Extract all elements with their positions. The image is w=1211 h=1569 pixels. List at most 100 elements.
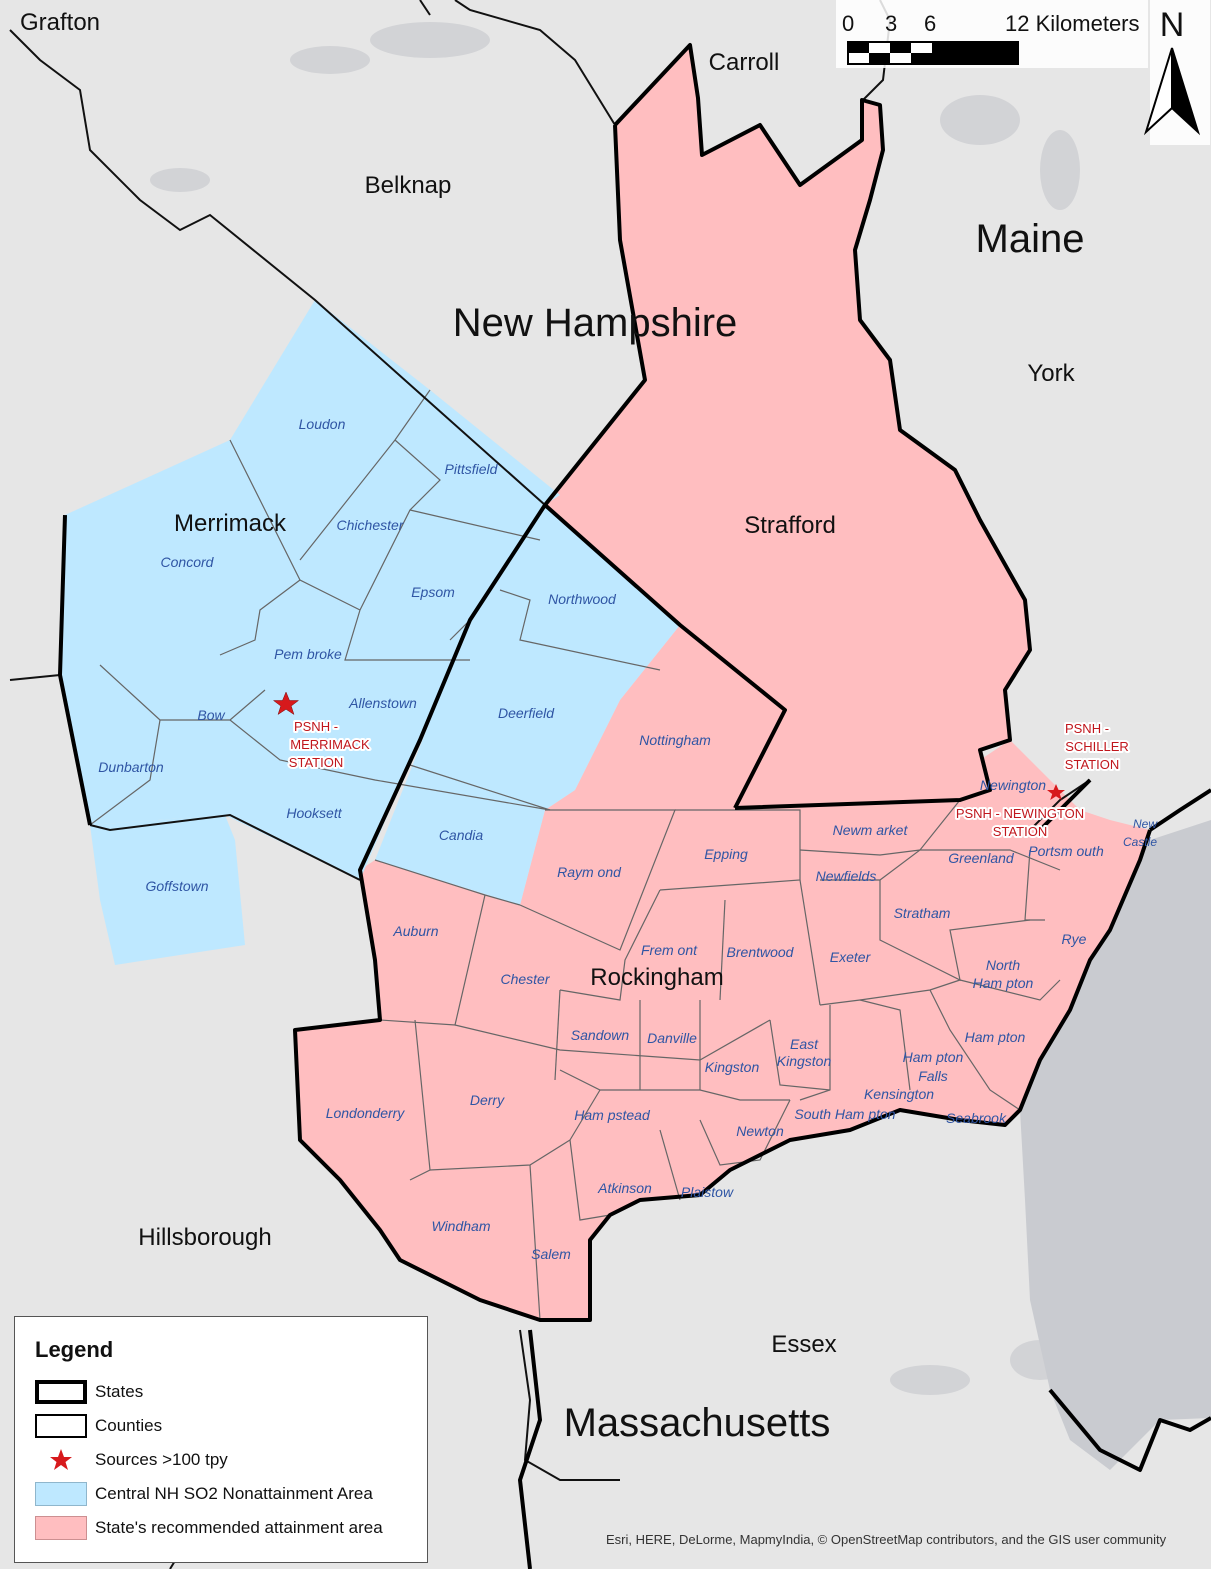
town-label: Raym ond (557, 864, 622, 880)
north-arrow-icon: N (1143, 0, 1210, 145)
county-labels: Grafton Carroll Belknap Merrimack Straff… (20, 9, 1076, 1358)
state-labels: New Hampshire Maine Massachusetts (453, 217, 1085, 1445)
town-label: Kensington (864, 1086, 934, 1102)
town-label: Kingston (705, 1059, 760, 1075)
map-credit: Esri, HERE, DeLorme, MapmyIndia, © OpenS… (606, 1532, 1167, 1547)
station-label-merrimack-line2: MERRIMACK (290, 737, 370, 752)
town-label: Epping (704, 846, 748, 862)
town-label: East (790, 1036, 819, 1052)
county-label-essex: Essex (771, 1331, 836, 1358)
state-label-massachusetts: Massachusetts (564, 1401, 831, 1445)
county-label-grafton: Grafton (20, 9, 100, 36)
star-icon (35, 1448, 87, 1472)
town-label: Deerfield (498, 705, 555, 721)
county-label-belknap: Belknap (365, 172, 452, 199)
county-label-rockingham: Rockingham (590, 964, 723, 991)
merrimack-nonattainment-area (60, 300, 560, 880)
town-label: Falls (918, 1068, 948, 1084)
source-markers (272, 691, 1065, 800)
town-label: Chichester (337, 517, 405, 533)
town-label: South Ham pton (794, 1106, 895, 1122)
legend-item-attainment: State's recommended attainment area (35, 1515, 383, 1541)
town-label: Ham pton (903, 1049, 964, 1065)
town-label: Kingston (777, 1053, 832, 1069)
town-label: Pittsfield (445, 461, 499, 477)
star-icon[interactable] (272, 691, 300, 716)
town-label: Newm arket (833, 822, 909, 838)
station-label-newington-line2: STATION (993, 824, 1047, 839)
town-label: Plaistow (681, 1184, 734, 1200)
legend-item-label: Sources >100 tpy (95, 1450, 228, 1469)
town-label: Newington (980, 777, 1046, 793)
atlantic-ocean (1020, 820, 1211, 1470)
town-label: Ham pton (965, 1029, 1026, 1045)
town-label: Loudon (299, 416, 346, 432)
town-label: Dunbarton (98, 759, 164, 775)
town-label: Candia (439, 827, 484, 843)
county-label-merrimack: Merrimack (174, 510, 287, 537)
county-label-hillsborough: Hillsborough (138, 1224, 271, 1251)
county-label-york: York (1027, 360, 1075, 387)
town-labels-nonattainment: Loudon Pittsfield Chichester Concord Eps… (98, 416, 617, 894)
legend-item-label: State's recommended attainment area (95, 1518, 383, 1537)
scale-label: 12 Kilometers (1005, 11, 1140, 36)
town-label: Stratham (894, 905, 951, 921)
town-label: Portsm outh (1028, 843, 1104, 859)
county-boundary-swatch (35, 1414, 87, 1438)
town-label: New (1133, 817, 1158, 831)
town-label: Exeter (830, 949, 872, 965)
state-boundary-swatch (35, 1380, 87, 1404)
station-label-merrimack-line3: STATION (289, 755, 343, 770)
state-label-maine: Maine (976, 217, 1085, 261)
town-label: Windham (431, 1218, 490, 1234)
north-label: N (1160, 6, 1185, 44)
rockingham-nonattainment-area (375, 505, 680, 905)
legend-title: Legend (35, 1337, 114, 1362)
town-label: Goffstown (145, 878, 208, 894)
town-label: Danville (647, 1030, 697, 1046)
town-boundaries (89, 389, 1061, 1321)
town-label: Ham pstead (574, 1107, 651, 1123)
scale-bar: 0 3 6 12 Kilometers (836, 0, 1148, 68)
town-label: Epsom (411, 584, 455, 600)
town-label: Newton (736, 1123, 784, 1139)
state-label-new-hampshire: New Hampshire (453, 301, 738, 345)
town-label: Northwood (548, 591, 617, 607)
legend-item-states: States (35, 1379, 143, 1405)
station-labels: PSNH - MERRIMACK STATION PSNH - SCHILLER… (287, 717, 1131, 841)
town-label: Atkinson (597, 1180, 652, 1196)
town-label: Salem (531, 1246, 571, 1262)
rockingham-attainment-area (295, 625, 1150, 1320)
town-labels-attainment: Nottingham Newm arket Epping Raym ond Ne… (326, 732, 1159, 1262)
station-label-schiller-line2: SCHILLER (1065, 739, 1129, 754)
town-label: Brentwood (727, 944, 795, 960)
town-label: Newfields (816, 868, 877, 884)
scale-tick-3: 3 (885, 11, 897, 36)
station-label-merrimack-line1: PSNH - (294, 719, 338, 734)
town-label: Seabrook (946, 1110, 1007, 1126)
town-label: Rye (1062, 931, 1087, 947)
town-label: Frem ont (641, 942, 698, 958)
station-label-schiller-line1: PSNH - (1065, 721, 1109, 736)
town-label: Ham pton (973, 975, 1034, 991)
legend-item-nonattainment: Central NH SO2 Nonattainment Area (35, 1481, 373, 1507)
scale-tick-6: 6 (924, 11, 936, 36)
town-label: North (986, 957, 1020, 973)
scale-tick-0: 0 (842, 11, 854, 36)
town-label: Sandown (571, 1027, 630, 1043)
legend-item-sources: Sources >100 tpy (35, 1447, 228, 1473)
town-label: Allenstown (348, 695, 417, 711)
attainment-swatch (35, 1516, 87, 1540)
strafford-area (545, 45, 1030, 808)
goffstown-area (90, 815, 245, 965)
legend-item-counties: Counties (35, 1413, 162, 1439)
town-label: Castle (1123, 835, 1157, 849)
town-label: Nottingham (639, 732, 711, 748)
legend-item-label: Central NH SO2 Nonattainment Area (95, 1484, 373, 1503)
town-label: Concord (161, 554, 215, 570)
station-label-schiller-line3: STATION (1065, 757, 1119, 772)
star-icon[interactable] (1047, 784, 1065, 800)
town-label: Hooksett (286, 805, 342, 821)
town-label: Derry (470, 1092, 505, 1108)
